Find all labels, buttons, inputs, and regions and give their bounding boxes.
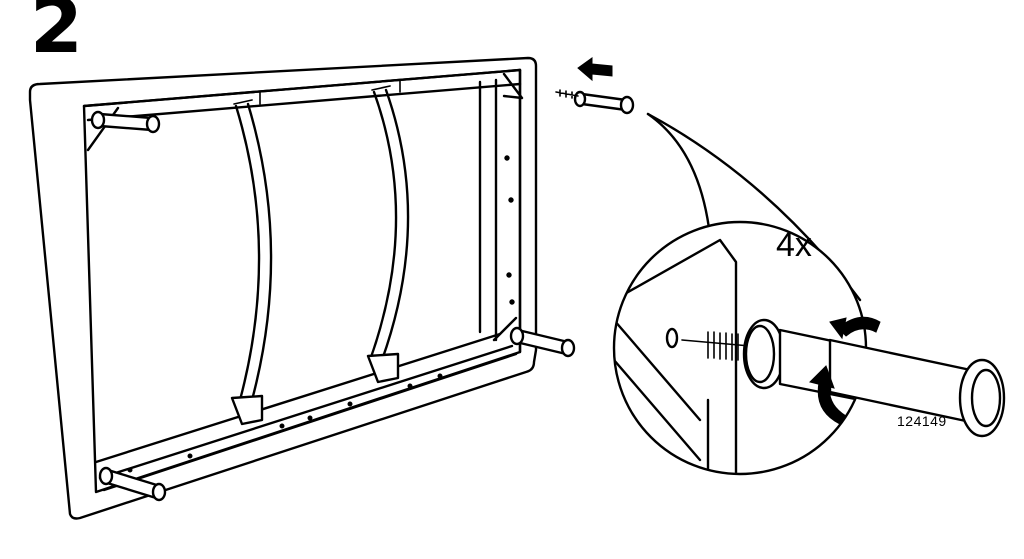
bolt-detail bbox=[828, 338, 1006, 438]
spring-slats bbox=[230, 85, 410, 426]
frame-legs bbox=[90, 89, 635, 502]
step-number: 2 bbox=[30, 0, 83, 70]
quantity-label: 4x bbox=[776, 226, 812, 264]
push-arrow-icon bbox=[577, 57, 613, 82]
rotate-arrow-icon bbox=[829, 316, 881, 340]
part-code: 124149 bbox=[897, 413, 947, 429]
frame bbox=[28, 56, 538, 520]
rotate-arrow-icon bbox=[809, 365, 847, 425]
